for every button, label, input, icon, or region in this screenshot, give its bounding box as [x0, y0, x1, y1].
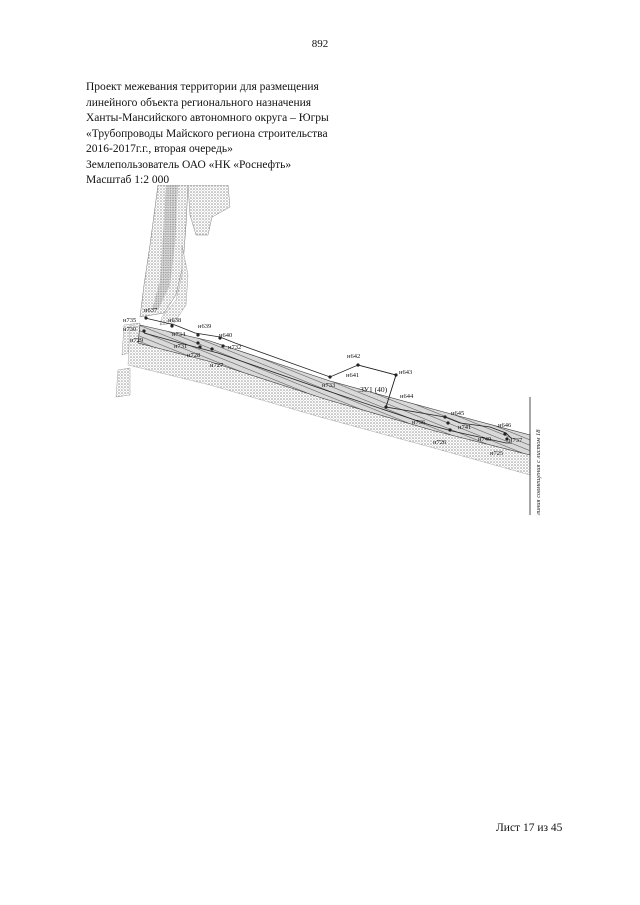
upper-land-parcel — [187, 185, 231, 236]
map-title-block: Проект межевания территории для размещен… — [86, 80, 386, 189]
right-land-parcel — [159, 244, 189, 326]
point-label-n637: н637 — [144, 307, 158, 314]
page-number: 892 — [311, 38, 329, 50]
boundary-points — [142, 316, 509, 441]
scale-line: Масштаб 1:2 000 — [86, 174, 170, 186]
point-label-n725: н725 — [490, 450, 503, 457]
vertical-road-inner — [152, 185, 178, 310]
point-label-n644: н644 — [400, 393, 414, 400]
cadastral-map: н637 н638 н639 н640 н641 н642 н643 н644 … — [100, 185, 560, 525]
point-label-n728: н728 — [187, 352, 200, 359]
zu1-area-label: :ЗУ1 (40) — [358, 385, 388, 394]
point-label-n641: н641 — [346, 372, 359, 379]
allotment-boundary-lower — [143, 332, 512, 444]
title-line-3: Ханты-Мансийского автономного округа – Ю… — [86, 112, 329, 124]
map-drawing: н637 н638 н639 н640 н641 н642 н643 н644 … — [115, 185, 542, 516]
point-label-n737: н737 — [509, 437, 523, 444]
point-label-n729: н729 — [130, 337, 143, 344]
title-line-2: линейного объекта регионального назначен… — [86, 96, 312, 109]
title-line-1: Проект межевания территории для размещен… — [86, 81, 319, 93]
point-label-n730: н730 — [123, 326, 136, 333]
point-label-n741: н741 — [458, 424, 471, 431]
lower-left-fragment — [115, 367, 131, 398]
point-label-n736: н736 — [412, 419, 426, 426]
match-line-label: линия совмещения с листом 18 — [535, 429, 542, 516]
point-label-n740: н740 — [478, 436, 491, 443]
title-line-4: «Трубопроводы Майского региона строитель… — [86, 127, 328, 140]
point-label-n726: н726 — [433, 439, 447, 446]
point-label-n645: н645 — [451, 410, 464, 417]
sheet-number: Лист 17 из 45 — [496, 822, 563, 834]
point-label-n642: н642 — [347, 353, 360, 360]
point-label-n731: н731 — [174, 343, 187, 350]
point-label-n732: н732 — [228, 344, 241, 351]
land-user-line: Землепользователь ОАО «НК «Роснефть» — [86, 158, 292, 171]
point-label-n638: н638 — [168, 317, 181, 324]
point-label-n735: н735 — [123, 317, 136, 324]
title-line-5: 2016-2017г.г., вторая очередь» — [86, 143, 233, 155]
point-label-n639: н639 — [198, 323, 211, 330]
point-label-n727: н727 — [210, 362, 224, 369]
point-label-n733: н733 — [322, 382, 335, 389]
point-label-n646: н646 — [498, 422, 512, 429]
point-label-n643: н643 — [399, 369, 412, 376]
point-label-n734: н734 — [172, 331, 186, 338]
point-label-n640: н640 — [219, 332, 232, 339]
